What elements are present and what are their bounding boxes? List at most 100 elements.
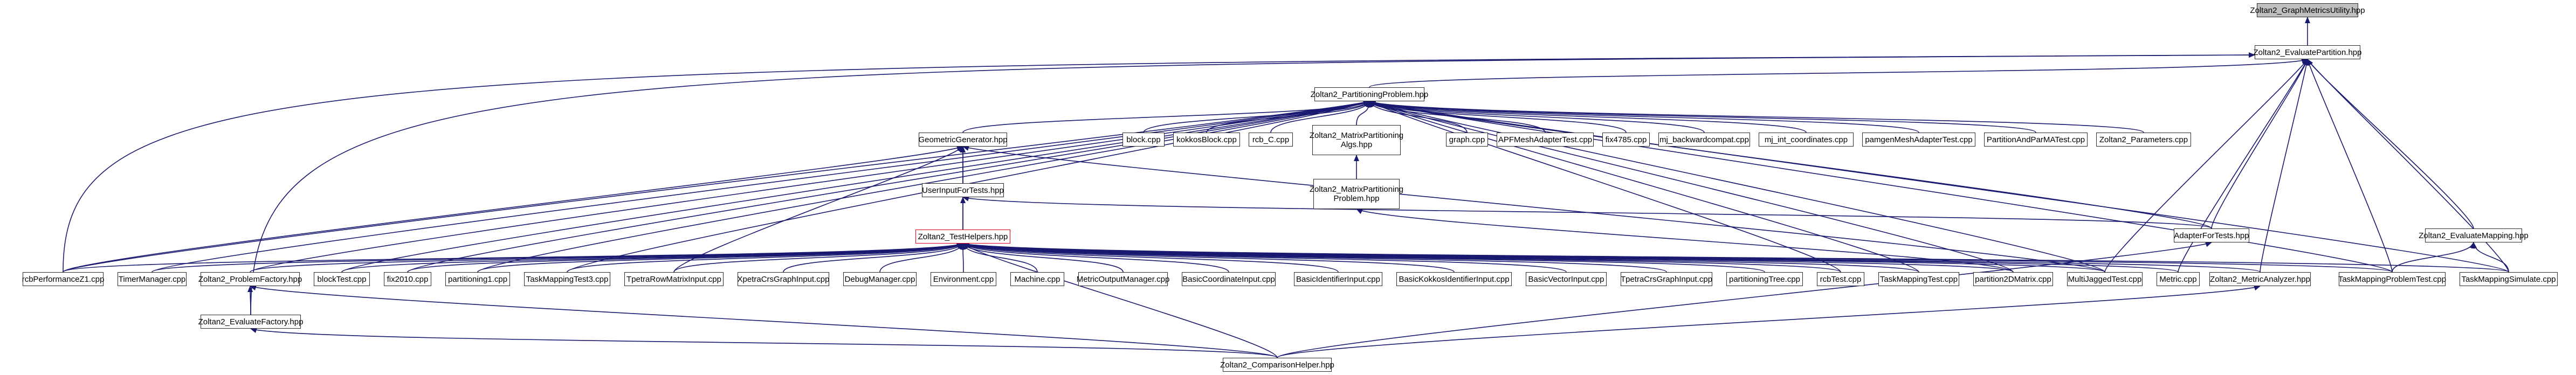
edge-rcbperf-to-geomgen [63, 145, 963, 273]
node-mj-backwardcompat[interactable]: mj_backwardcompat.cpp [1658, 133, 1750, 147]
node-mj-int-coordinates[interactable]: mj_int_coordinates.cpp [1759, 133, 1854, 147]
node-comparison-helper[interactable]: Zoltan2_ComparisonHelper.hpp [1220, 358, 1334, 372]
node-basic-identifier-input[interactable]: BasicIdentifierInput.cpp [1294, 272, 1382, 286]
edge-taskmapsim-to-partprob [1369, 100, 2509, 273]
edge-rcbperf-to-partprob [63, 100, 1370, 273]
node-partitioning1[interactable]: partitioning1.cpp [445, 272, 510, 286]
node-basic-vector-input[interactable]: BasicVectorInput.cpp [1526, 272, 1607, 286]
node-rcb-performance-z1[interactable]: rcbPerformanceZ1.cpp [22, 272, 104, 286]
edge-blockcpp-to-partprob [1143, 101, 1370, 133]
node-user-input-for-tests[interactable]: UserInputForTests.hpp [922, 183, 1004, 197]
edge-taskmapprob-to-partprob [1369, 100, 2393, 273]
edge-comparisonhelper-to-metricanalyzer [1277, 285, 2261, 358]
edge-taskmapsim-to-testhelpers [962, 242, 2509, 273]
node-fix2010[interactable]: fix2010.cpp [384, 272, 431, 286]
node-pamgen-mesh-adapter-test[interactable]: pamgenMeshAdapterTest.cpp [1862, 133, 1975, 147]
edge-basicvector-to-testhelpers [962, 243, 1567, 273]
node-evaluate-partition[interactable]: Zoltan2_EvaluatePartition.hpp [2254, 45, 2362, 59]
edge-part2dmat-to-partprob [1369, 101, 2014, 273]
node-task-mapping-simulate[interactable]: TaskMappingSimulate.cpp [2460, 272, 2558, 286]
node-geometric-generator[interactable]: GeometricGenerator.hpp [918, 133, 1008, 147]
edge-taskmapprob-to-evalmap [2392, 242, 2475, 273]
node-debug-manager[interactable]: DebugManager.cpp [843, 272, 917, 286]
node-rcb-test[interactable]: rcbTest.cpp [1817, 272, 1864, 286]
node-tpetra-crs-graph-input[interactable]: TpetraCrsGraphInput.cpp [1621, 272, 1712, 286]
node-metric-analyzer[interactable]: Zoltan2_MetricAnalyzer.hpp [2209, 272, 2311, 286]
edge-geomgen-to-partprob [962, 101, 1370, 133]
edge-comparisonhelper-to-probfactory [250, 285, 1278, 358]
node-block-cpp[interactable]: block.cpp [1122, 133, 1165, 147]
node-graph-metrics-utility: Zoltan2_GraphMetricsUtility.hpp [2250, 3, 2365, 17]
edge-probfactory-to-testhelpers [250, 243, 963, 273]
node-task-mapping-problem-test[interactable]: TaskMappingProblemTest.cpp [2338, 272, 2446, 286]
edge-basicident-to-testhelpers [962, 243, 1339, 273]
node-problem-factory[interactable]: Zoltan2_ProblemFactory.hpp [198, 272, 302, 286]
edge-basickokkos-to-testhelpers [962, 243, 1455, 273]
edge-taskmapprob-to-evalpart [2306, 59, 2393, 273]
edge-params-to-partprob [1369, 101, 2144, 133]
edge-part2dmat-to-testhelpers [962, 242, 2014, 273]
node-timer-manager[interactable]: TimerManager.cpp [118, 272, 187, 286]
edge-metricanalyzer-to-evalpart [2260, 59, 2310, 273]
node-block-test[interactable]: blockTest.cpp [314, 272, 370, 286]
node-zoltan2-parameters[interactable]: Zoltan2_Parameters.cpp [2096, 133, 2191, 147]
node-metric-output-manager[interactable]: MetricOutputManager.cpp [1077, 272, 1169, 286]
node-rcb-c-cpp[interactable]: rcb_C.cpp [1249, 133, 1293, 147]
edge-taskmapprob-to-testhelpers [962, 242, 2393, 273]
node-basic-coordinate-input[interactable]: BasicCoordinateInput.cpp [1182, 272, 1276, 286]
edge-rcbperf-to-evalpart [63, 52, 2255, 273]
node-multi-jagged-test[interactable]: MultiJaggedTest.cpp [2067, 272, 2143, 286]
edge-comparisonhelper-to-testhelpers [962, 243, 1278, 358]
edge-rcbc-to-partprob [1270, 101, 1370, 133]
edge-comparisonhelper-to-evalfactory [250, 328, 1278, 358]
edge-timer-to-partprob [151, 100, 1370, 273]
node-test-helpers[interactable]: Zoltan2_TestHelpers.hpp [915, 230, 1010, 244]
edge-metriccpp-to-evalpart [2178, 59, 2308, 273]
edge-evalfactory-to-evalpart [250, 52, 2255, 315]
edge-xpetracrs-to-testhelpers [783, 243, 963, 273]
node-partition-and-parma-test[interactable]: PartitionAndParMATest.cpp [1984, 133, 2088, 147]
edge-partitioning1-to-testhelpers [477, 243, 963, 273]
edge-debugmgr-to-testhelpers [879, 243, 965, 273]
node-partition-2d-matrix[interactable]: partition2DMatrix.cpp [1973, 272, 2053, 286]
node-machine[interactable]: Machine.cpp [1010, 272, 1064, 286]
node-environment[interactable]: Environment.cpp [931, 272, 996, 286]
node-fix4785-cpp[interactable]: fix4785.cpp [1602, 133, 1650, 147]
edge-tpetrarowmat-to-geomgen [673, 146, 963, 273]
node-xpetra-crs-graph-input[interactable]: XpetraCrsGraphInput.cpp [738, 272, 829, 286]
node-apf-mesh-adapter-test[interactable]: APFMeshAdapterTest.cpp [1497, 133, 1594, 147]
node-metric-cpp[interactable]: Metric.cpp [2157, 272, 2200, 286]
node-kokkos-block-cpp[interactable]: kokkosBlock.cpp [1173, 133, 1240, 147]
edge-multijagged-to-partprob [1369, 101, 2105, 273]
edge-taskmaptest-to-partprob [1369, 101, 1919, 273]
node-matrix-partitioning-algs[interactable]: Zoltan2_MatrixPartitioning Algs.hpp [1310, 125, 1403, 155]
edge-basiccoord-to-testhelpers [962, 243, 1229, 273]
edge-adaptertests-to-evalpart [2211, 59, 2309, 229]
node-evaluate-factory[interactable]: Zoltan2_EvaluateFactory.hpp [198, 315, 303, 329]
edge-probfactory-to-partprob [250, 100, 1370, 273]
node-task-mapping-test[interactable]: TaskMappingTest.cpp [1878, 272, 1959, 286]
edge-blocktest-to-partprob [341, 100, 1370, 273]
node-partitioning-tree[interactable]: partitioningTree.cpp [1726, 272, 1803, 286]
node-evaluate-mapping[interactable]: Zoltan2_EvaluateMapping.hpp [2419, 228, 2529, 242]
node-basic-kokkos-identifier-input[interactable]: BasicKokkosIdentifierInput.cpp [1396, 272, 1512, 286]
edge-adaptertests-to-userinput [962, 196, 2212, 229]
node-task-mapping-test3[interactable]: TaskMappingTest3.cpp [524, 272, 610, 286]
node-adapter-for-tests[interactable]: AdapterForTests.hpp [2174, 228, 2249, 242]
edge-timer-to-testhelpers [151, 243, 963, 273]
edge-taskmapsim-to-evalmap [2471, 242, 2509, 273]
node-partitioning-problem[interactable]: Zoltan2_PartitioningProblem.hpp [1311, 87, 1428, 101]
edge-tpetrarowmat-to-testhelpers [673, 243, 963, 273]
edge-rcbtest-to-partprob [1369, 101, 1841, 273]
node-graph-cpp[interactable]: graph.cpp [1446, 133, 1488, 147]
edge-taskmap3-to-testhelpers [567, 243, 963, 273]
edge-mjintcoord-to-partprob [1369, 101, 1807, 133]
node-tpetra-row-matrix-input[interactable]: TpetraRowMatrixInput.cpp [624, 272, 724, 286]
edge-mjbackward-to-partprob [1369, 101, 1705, 133]
edge-partpmat-to-partprob [1369, 101, 2036, 133]
edge-partprob-to-evalpart [1369, 58, 2308, 88]
edge-pamgen-to-partprob [1369, 101, 1919, 133]
node-matrix-partitioning-problem[interactable]: Zoltan2_MatrixPartitioning Problem.hpp [1310, 179, 1403, 209]
